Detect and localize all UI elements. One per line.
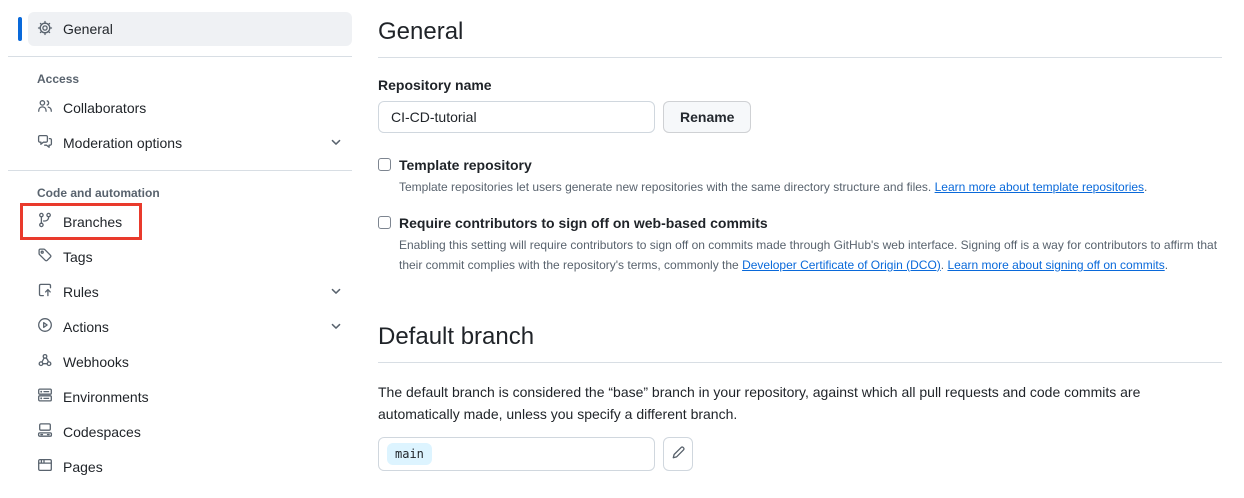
description-text: Template repositories let users generate… <box>399 180 935 194</box>
rename-button[interactable]: Rename <box>663 101 752 133</box>
template-repository-setting: Template repository Template repositorie… <box>378 155 1222 197</box>
default-branch-row: main <box>378 437 1222 471</box>
description-text: . <box>940 258 948 272</box>
description-text: . <box>1144 180 1148 194</box>
sidebar-item-label: Environments <box>63 388 149 405</box>
sidebar-item-webhooks[interactable]: Webhooks <box>28 344 352 379</box>
sidebar-item-label: Tags <box>63 248 93 265</box>
sidebar-item-codespaces[interactable]: Codespaces <box>28 414 352 449</box>
template-repository-checkbox[interactable] <box>378 158 391 171</box>
default-branch-box[interactable]: main <box>378 437 655 471</box>
signoff-label[interactable]: Require contributors to sign off on web-… <box>399 215 768 231</box>
sidebar-item-label: Moderation options <box>63 134 183 151</box>
play-circle-icon <box>37 317 53 336</box>
template-repositories-link[interactable]: Learn more about template repositories <box>934 180 1145 194</box>
sidebar-section-access: Access <box>37 72 80 86</box>
server-icon <box>37 387 53 406</box>
repository-name-input[interactable] <box>378 101 655 133</box>
signoff-learn-more-link[interactable]: Learn more about signing off on commits <box>947 258 1165 272</box>
sidebar-section-code-and-automation: Code and automation <box>37 186 160 200</box>
signoff-setting: Require contributors to sign off on web-… <box>378 213 1222 275</box>
sidebar-item-tags[interactable]: Tags <box>28 239 352 274</box>
chevron-down-icon[interactable] <box>328 283 344 302</box>
default-branch-description: The default branch is considered the “ba… <box>378 384 1141 422</box>
sidebar-item-actions[interactable]: Actions <box>28 309 352 344</box>
sidebar-item-label: Codespaces <box>63 423 141 440</box>
chevron-down-icon[interactable] <box>328 134 344 153</box>
sidebar-item-environments[interactable]: Environments <box>28 379 352 414</box>
sidebar-item-moderation-options[interactable]: Moderation options <box>28 125 352 160</box>
section-divider <box>378 57 1222 58</box>
settings-main-panel: General Repository name Rename Template … <box>378 0 1222 471</box>
pencil-icon <box>670 445 686 464</box>
sidebar-divider <box>8 170 352 171</box>
description-text: Enabling this setting will require contr… <box>399 238 1218 272</box>
sidebar-divider <box>8 56 352 57</box>
signoff-description: Enabling this setting will require contr… <box>399 235 1221 275</box>
sidebar-item-label: Pages <box>63 458 103 475</box>
template-repository-label[interactable]: Template repository <box>399 157 532 173</box>
sidebar-item-rules[interactable]: Rules <box>28 274 352 309</box>
sidebar-item-label: General <box>63 21 113 37</box>
gear-icon <box>37 20 53 39</box>
tag-icon <box>37 247 53 266</box>
settings-sidebar: General Access Collaborators <box>0 0 360 484</box>
repository-name-label: Repository name <box>378 77 492 93</box>
chevron-down-icon[interactable] <box>328 318 344 337</box>
template-repository-description: Template repositories let users generate… <box>399 177 1221 197</box>
comment-discussion-icon <box>37 133 53 152</box>
description-text: . <box>1164 258 1169 272</box>
branch-name-badge: main <box>387 443 432 465</box>
sidebar-item-label: Rules <box>63 283 99 300</box>
sidebar-item-label: Collaborators <box>63 99 147 116</box>
sidebar-item-pages[interactable]: Pages <box>28 449 352 484</box>
dco-link[interactable]: Developer Certificate of Origin (DCO) <box>742 258 941 272</box>
sidebar-item-label: Branches <box>63 213 123 230</box>
codespaces-icon <box>37 422 53 441</box>
sidebar-item-branches[interactable]: Branches <box>20 203 352 240</box>
sidebar-item-general[interactable]: General <box>18 12 352 46</box>
sidebar-item-collaborators[interactable]: Collaborators <box>28 90 352 125</box>
page-title-general: General <box>378 18 464 45</box>
page-title-default-branch: Default branch <box>378 323 535 350</box>
signoff-checkbox[interactable] <box>378 216 391 229</box>
sidebar-item-label: Actions <box>63 318 109 335</box>
section-divider <box>378 362 1222 363</box>
repository-name-row: Rename <box>378 101 1222 133</box>
rules-icon <box>37 282 53 301</box>
edit-branch-button[interactable] <box>663 437 693 471</box>
git-branch-icon <box>37 212 53 231</box>
sidebar-item-label: Webhooks <box>63 353 129 370</box>
webhook-icon <box>37 352 53 371</box>
selected-accent-bar <box>18 17 22 41</box>
browser-icon <box>37 457 53 476</box>
people-icon <box>37 98 53 117</box>
